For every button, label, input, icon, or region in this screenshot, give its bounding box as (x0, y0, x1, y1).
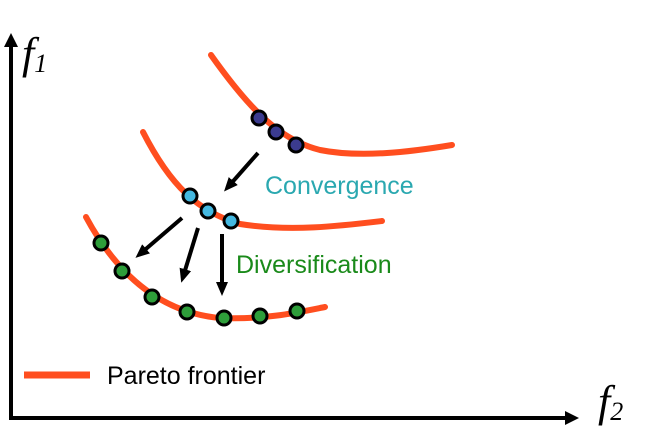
point (250, 109, 268, 127)
points-initial (250, 109, 305, 154)
points-diversified (92, 234, 306, 327)
point (181, 187, 199, 205)
point (178, 303, 196, 321)
point (199, 202, 217, 220)
frontier-initial (208, 52, 455, 157)
points-converged (181, 187, 240, 230)
point (251, 307, 269, 325)
point (288, 302, 306, 320)
diversification-arrow-left (135, 216, 184, 258)
point (92, 234, 110, 252)
point (287, 136, 305, 154)
y-axis-label: f1 (22, 29, 47, 78)
point (222, 212, 240, 230)
legend-label: Pareto frontier (107, 362, 265, 390)
point (215, 309, 233, 327)
frontier-converged (140, 129, 385, 231)
point (143, 288, 161, 306)
diversification-arrow-middle (179, 227, 200, 283)
convergence-label: Convergence (265, 172, 414, 200)
point (113, 262, 131, 280)
convergence-arrow (224, 151, 260, 192)
diversification-label: Diversification (236, 251, 392, 279)
point (267, 123, 285, 141)
x-axis-label: f2 (598, 377, 623, 426)
